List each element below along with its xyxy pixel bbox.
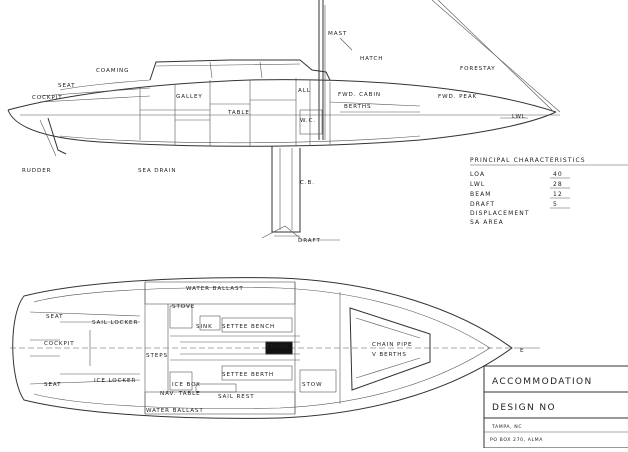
title-block-location: TAMPA, NC	[491, 424, 522, 430]
hull-plan-outline	[12, 277, 513, 419]
label-fwd-peak: FWD. PEAK	[438, 94, 477, 100]
label-seat-top: SEAT	[46, 314, 64, 320]
label-cb: C.B.	[300, 180, 315, 186]
label-chain-pipe: CHAIN PIPE	[372, 342, 412, 348]
label-water-ballast-top: WATER BALLAST	[186, 286, 244, 292]
pc-row-value: 40	[553, 171, 563, 178]
label-water-ballast-bottom: WATER BALLAST	[146, 408, 204, 414]
cabin-trunk	[149, 59, 331, 81]
label-fwd-cabin: FWD. CABIN	[338, 92, 381, 98]
label-forestay: FORESTAY	[460, 66, 496, 72]
pc-row-label: LOA	[470, 171, 485, 178]
label-wc: W.C.	[300, 118, 316, 124]
pc-row-label: LWL	[470, 181, 485, 188]
label-sail-rest: SAIL REST	[218, 394, 255, 400]
keel-centerboard	[271, 146, 301, 233]
label-seat-profile: SEAT	[58, 83, 76, 89]
label-settee-bench: SETTEE BENCH	[222, 324, 275, 330]
principal-characteristics: PRINCIPAL CHARACTERISTICS LOA 40 LWL 28 …	[470, 157, 628, 226]
pc-row-value: 12	[553, 191, 563, 198]
pc-row-label: BEAM	[470, 191, 492, 198]
label-berths: BERTHS	[344, 104, 371, 110]
rudder-outline	[47, 117, 67, 155]
pc-row-label: DISPLACEMENT	[470, 210, 530, 217]
pc-row-label: SA AREA	[470, 219, 504, 226]
label-table: TABLE	[227, 110, 250, 116]
label-vberths: V BERTHS	[372, 352, 407, 358]
deck-line	[7, 79, 557, 113]
label-cockpit-profile: COCKPIT	[32, 95, 63, 101]
label-seat-bottom: SEAT	[44, 382, 62, 388]
label-steps: STEPS	[146, 353, 168, 359]
title-block: ACCOMMODATION DESIGN NO TAMPA, NC PO BOX…	[483, 365, 628, 449]
label-stove: STOVE	[172, 304, 195, 310]
label-lwl: LWL	[512, 114, 526, 120]
title-block-address: PO BOX 270, ALMA	[490, 437, 543, 443]
pc-row-value: 5	[553, 201, 558, 208]
label-draft: DRAFT	[298, 238, 321, 244]
vberth-outline	[349, 307, 431, 391]
label-settee-berth: SETTEE BERTH	[222, 372, 274, 378]
title-block-title: ACCOMMODATION	[492, 377, 593, 387]
pc-row-value: 28	[553, 181, 563, 188]
label-stow: STOW	[302, 382, 323, 388]
plan-view: WATER BALLAST WATER BALLAST STOVE SINK S…	[10, 277, 540, 419]
label-hatch: HATCH	[360, 56, 383, 62]
label-sea-drain: SEA DRAIN	[138, 168, 176, 174]
label-ice-box: ICE BOX	[172, 382, 201, 388]
label-ice-locker: ICE LOCKER	[94, 378, 136, 384]
pc-row-label: DRAFT	[470, 201, 495, 208]
label-sail-locker: SAIL LOCKER	[92, 320, 138, 326]
label-sink: SINK	[196, 324, 213, 330]
label-mark-e: E	[520, 348, 524, 354]
label-trunk: TRUNK	[265, 344, 290, 350]
label-coaming: COAMING	[96, 68, 129, 74]
profile-view: MAST HATCH FORESTAY COAMING SEAT COCKPIT…	[7, 0, 561, 244]
label-all: ALL	[298, 88, 311, 94]
label-rudder: RUDDER	[22, 168, 51, 174]
label-nav-table: NAV. TABLE	[160, 391, 201, 397]
title-block-design-no: DESIGN NO	[492, 403, 556, 413]
label-galley: GALLEY	[176, 94, 203, 100]
label-mast: MAST	[328, 31, 347, 37]
label-cockpit-plan: COCKPIT	[44, 341, 75, 347]
pc-heading: PRINCIPAL CHARACTERISTICS	[470, 157, 586, 164]
hull-profile	[7, 109, 557, 147]
